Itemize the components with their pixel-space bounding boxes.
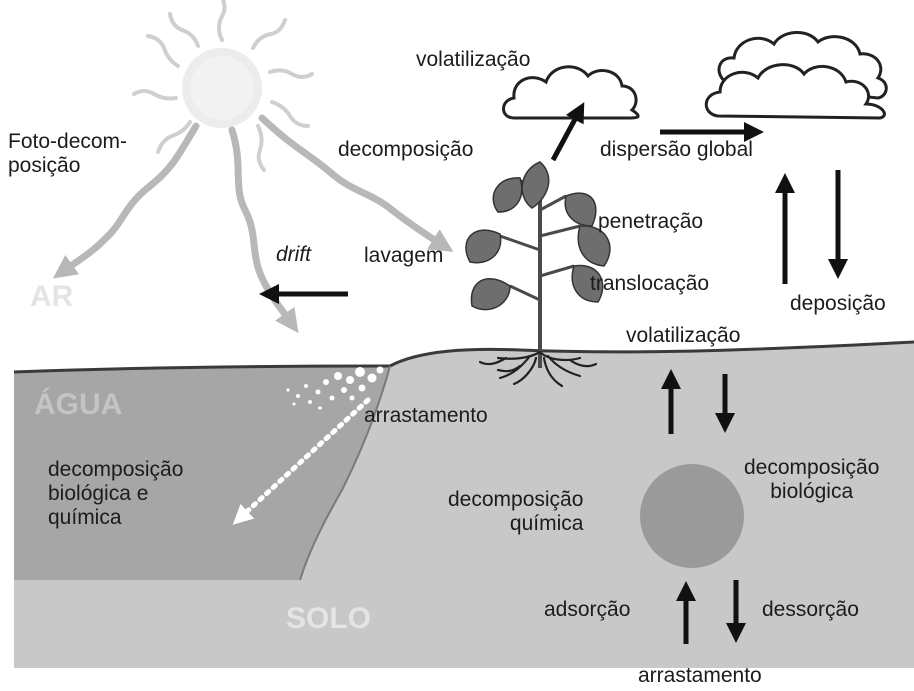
zone-label-air: AR bbox=[30, 280, 73, 314]
label-desorption: dessorção bbox=[762, 598, 859, 622]
soil-particle bbox=[640, 464, 744, 568]
label-biological-decomposition: decomposição biológica bbox=[744, 456, 879, 504]
zone-label-water: ÁGUA bbox=[34, 388, 122, 422]
label-runoff-bottom: arrastamento bbox=[638, 664, 762, 688]
label-adsorption: adsorção bbox=[544, 598, 630, 622]
label-washing: lavagem bbox=[364, 244, 443, 268]
label-chemical-decomposition: decomposição química bbox=[448, 488, 583, 536]
cloud-icon bbox=[706, 32, 886, 118]
zone-label-soil: SOLO bbox=[286, 602, 371, 636]
sun-icon bbox=[134, 0, 312, 170]
label-deposition: deposição bbox=[790, 292, 886, 316]
label-penetration: penetração bbox=[598, 210, 703, 234]
label-drift: drift bbox=[276, 243, 311, 267]
label-photo-decomposition: Foto-decom- posição bbox=[8, 130, 127, 178]
label-volatilization-top: volatilização bbox=[416, 48, 530, 72]
cloud-icon bbox=[504, 67, 639, 118]
label-global-dispersion: dispersão global bbox=[600, 138, 753, 162]
label-translocation: translocação bbox=[590, 272, 709, 296]
label-runoff-water: arrastamento bbox=[364, 404, 488, 428]
label-decomposition-top: decomposição bbox=[338, 138, 473, 162]
label-volatilization-soil: volatilização bbox=[626, 324, 740, 348]
label-water-decomposition: decomposição biológica e química bbox=[48, 458, 183, 530]
